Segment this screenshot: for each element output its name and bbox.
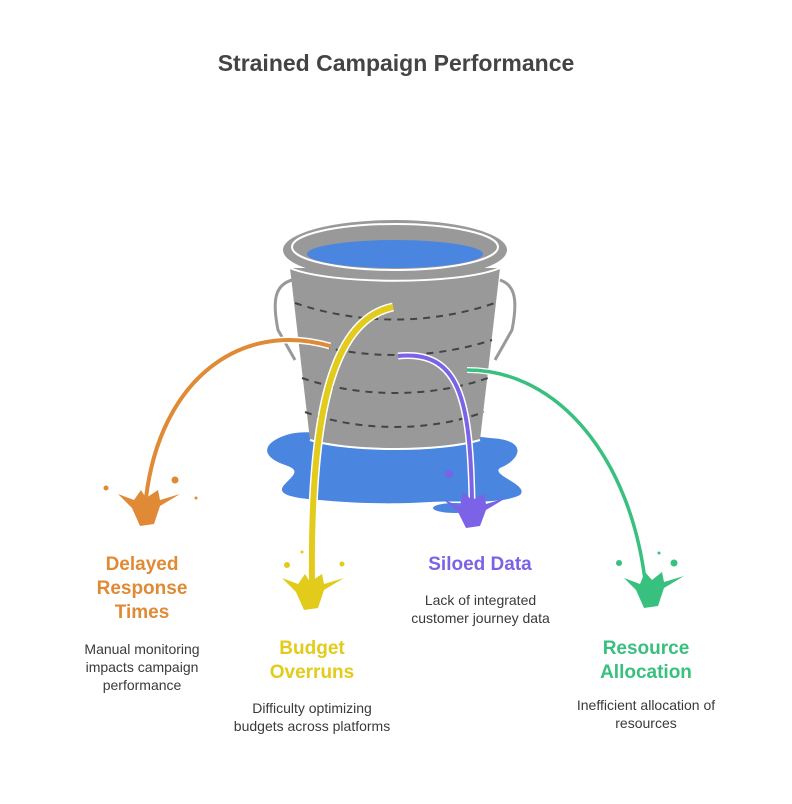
item-title-delayed: Delayed Response Times bbox=[96, 554, 188, 623]
item-description-siloed: Lack of integrated customer journey data bbox=[411, 592, 550, 626]
bucket-band bbox=[301, 377, 489, 394]
item-description-budget: Difficulty optimizing budgets across pla… bbox=[233, 700, 391, 734]
diagram-title: Strained Campaign Performance bbox=[217, 50, 575, 76]
bucket-handle-right bbox=[493, 278, 517, 361]
splash-icon-delayed bbox=[103, 476, 198, 526]
item-title-resource: Resource Allocation bbox=[600, 638, 692, 683]
item-description-delayed: Manual monitoring impacts campaign perfo… bbox=[84, 641, 200, 693]
water-puddle bbox=[267, 432, 522, 504]
splash-icon-siloed bbox=[444, 470, 506, 528]
splash-icon-resource bbox=[616, 551, 684, 608]
bucket-body bbox=[290, 268, 500, 449]
bucket-water bbox=[307, 240, 483, 268]
bucket-handle-left bbox=[273, 278, 297, 361]
item-description-resource: Inefficient allocation of resources bbox=[576, 697, 716, 731]
bucket-band bbox=[297, 339, 493, 356]
item-title-budget: Budget Overruns bbox=[269, 638, 355, 683]
splash-icon-budget bbox=[282, 550, 345, 610]
item-title-siloed: Siloed Data bbox=[428, 554, 532, 575]
